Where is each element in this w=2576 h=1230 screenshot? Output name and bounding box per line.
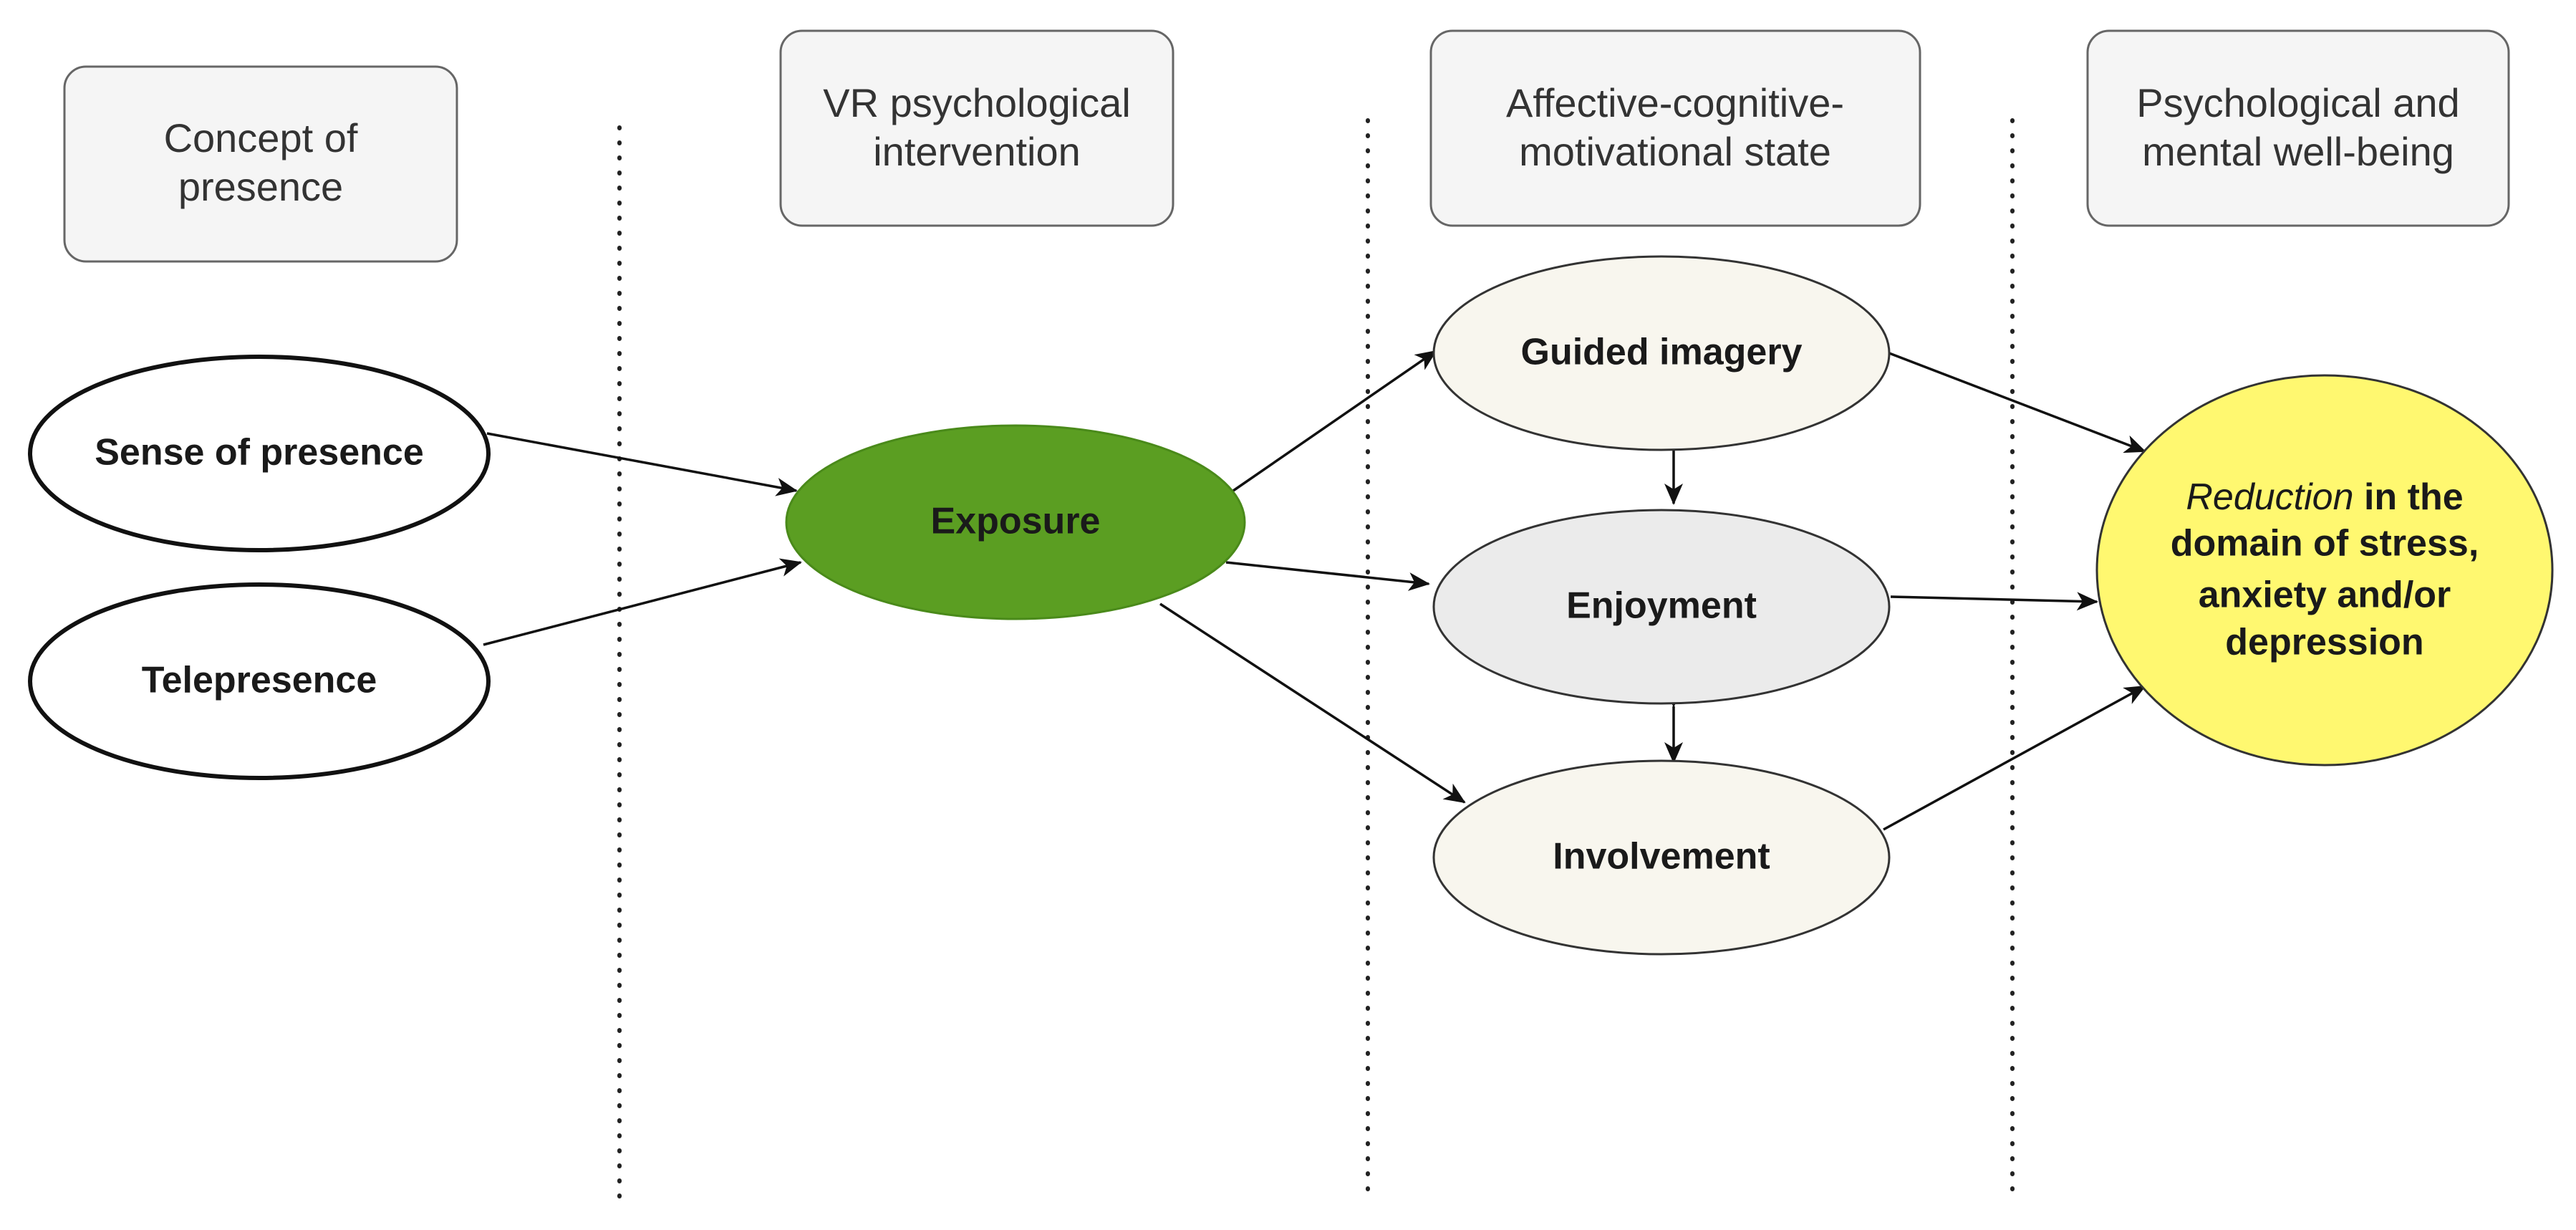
header-vr-intervention-line1: VR psychological <box>823 80 1131 125</box>
node-involvement-label: Involvement <box>1553 836 1770 878</box>
node-telepresence-label: Telepresence <box>142 660 377 701</box>
header-concept-of-presence: Concept of presence <box>63 65 458 263</box>
outcome-reduction-italic: Reduction <box>2186 476 2353 518</box>
edge-enjoyment-to-outcome <box>1890 592 2098 611</box>
header-affective-state-line1: Affective-cognitive- <box>1506 80 1844 125</box>
edge-exposure-to-enjoyment <box>1225 561 1430 591</box>
edge-involvement-to-outcome <box>1883 685 2146 831</box>
node-guided-imagery-label: Guided imagery <box>1521 332 1803 373</box>
node-exposure: Exposure <box>785 424 1246 620</box>
node-enjoyment-label: Enjoyment <box>1566 585 1757 627</box>
header-vr-intervention-line2: intervention <box>873 129 1081 174</box>
header-well-being-line1: Psychological and <box>2136 80 2459 125</box>
edge-exposure-to-guided-imagery <box>1232 350 1437 492</box>
outcome-line1-rest: in the <box>2354 476 2464 518</box>
edge-telepresence-to-exposure <box>483 558 802 646</box>
edge-exposure-to-involvement <box>1159 602 1466 804</box>
header-well-being-line2: mental well-being <box>2142 129 2454 174</box>
node-involvement: Involvement <box>1432 759 1891 956</box>
header-vr-psychological-intervention: VR psychological intervention <box>779 29 1174 227</box>
node-enjoyment: Enjoyment <box>1432 509 1891 705</box>
edge-sense-of-presence-to-exposure <box>486 432 798 496</box>
node-outcome-line2: domain of stress, <box>2171 523 2479 564</box>
header-concept-of-presence-line2: presence <box>178 164 343 209</box>
node-exposure-label: Exposure <box>931 501 1101 542</box>
node-sense-of-presence: Sense of presence <box>28 355 491 552</box>
header-affective-cognitive-motivational-state: Affective-cognitive- motivational state <box>1429 29 1921 227</box>
edge-guided-imagery-to-outcome <box>1888 352 2146 453</box>
header-psychological-mental-well-being: Psychological and mental well-being <box>2086 29 2510 227</box>
node-outcome-line3: anxiety and/or <box>2199 575 2451 616</box>
node-telepresence: Telepresence <box>28 582 491 780</box>
node-guided-imagery: Guided imagery <box>1432 255 1891 451</box>
node-outcome-line1: Reduction in the <box>2186 476 2463 518</box>
header-affective-state-line2: motivational state <box>1519 129 1831 174</box>
node-outcome: Reduction in the domain of stress, anxie… <box>2095 374 2554 767</box>
header-concept-of-presence-line1: Concept of <box>164 115 358 160</box>
node-outcome-line4: depression <box>2225 622 2423 663</box>
node-sense-of-presence-label: Sense of presence <box>95 432 424 474</box>
